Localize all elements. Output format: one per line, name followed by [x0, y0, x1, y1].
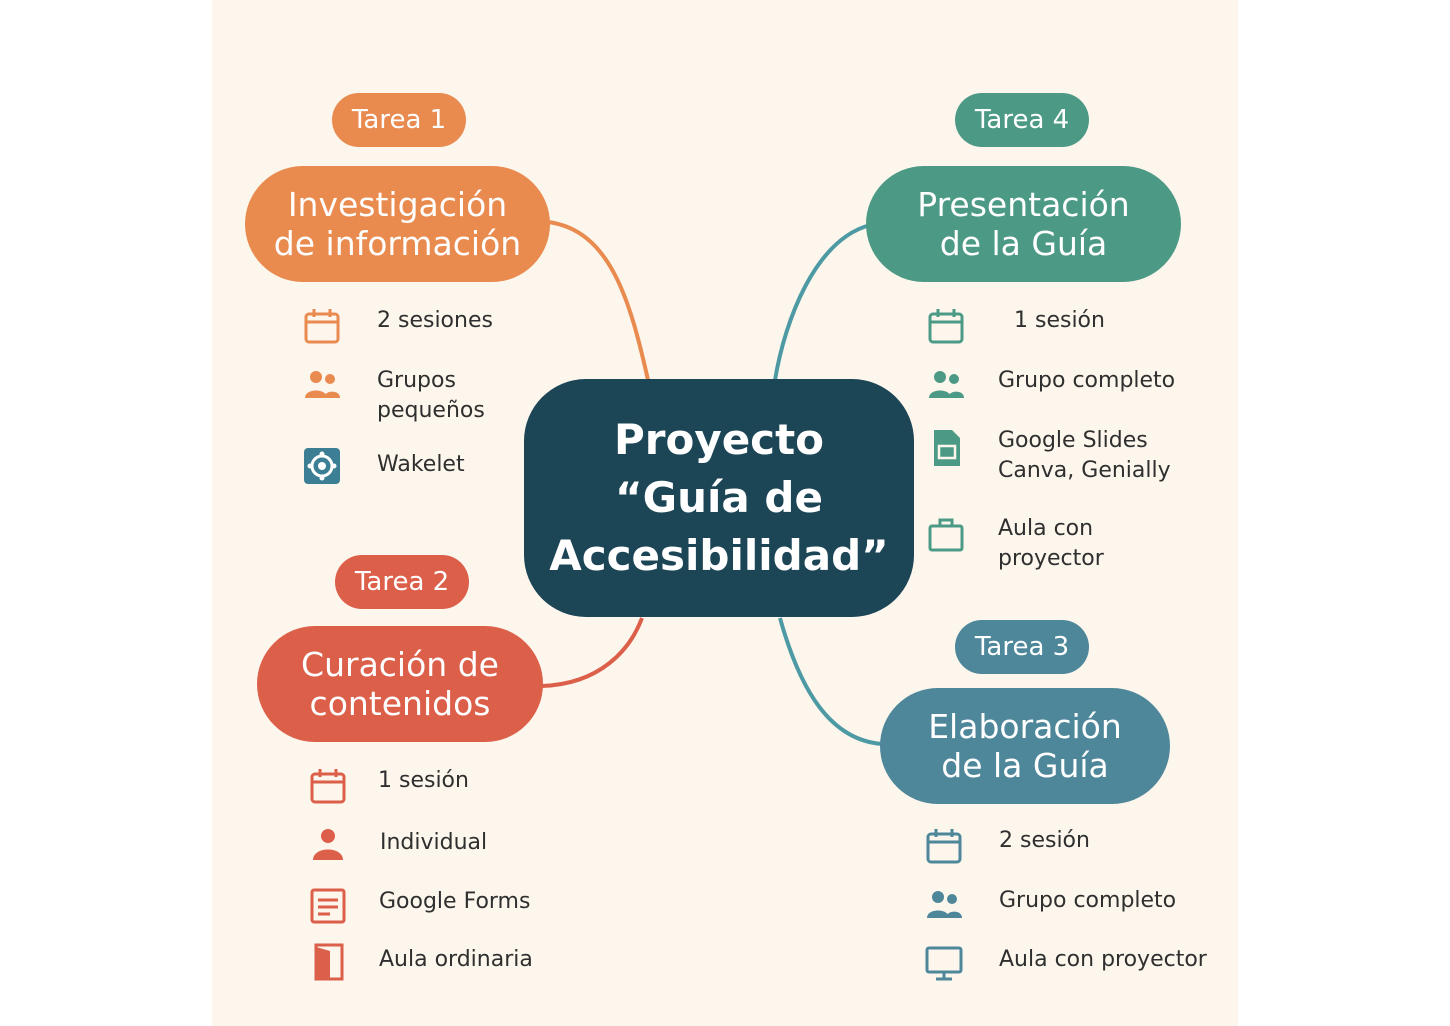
group-icon — [929, 371, 964, 398]
task3-tag: Tarea 3 — [955, 620, 1089, 674]
door-icon — [314, 943, 344, 981]
group-icon — [927, 891, 962, 918]
task3-item-room-text: Aula con proyector — [999, 947, 1207, 972]
task4-title-line1: Presentación — [917, 185, 1130, 224]
task4-item-tools-line1: Google Slides — [998, 428, 1148, 453]
task4-title-line2: de la Guía — [939, 224, 1108, 263]
task1-item-sessions-text: 2 sesiones — [377, 308, 493, 333]
central-topic-line3: Accesibilidad” — [549, 531, 889, 580]
task2-title-line2: contenidos — [309, 684, 491, 723]
group-icon — [305, 371, 340, 398]
person-icon — [313, 829, 343, 860]
task2-tag: Tarea 2 — [335, 555, 469, 609]
calendar-icon — [310, 769, 346, 804]
central-topic-line1: Proyecto — [613, 415, 825, 464]
task1-title-line2: de información — [273, 224, 522, 263]
task3-title-line2: de la Guía — [941, 746, 1109, 785]
calendar-icon — [926, 829, 962, 864]
task3-item-group-text: Grupo completo — [999, 888, 1177, 913]
task4-item-room-line2: proyector — [998, 546, 1104, 571]
briefcase-icon — [928, 518, 964, 552]
task1-title-line1: Investigación — [287, 185, 508, 224]
task4-item-room-line1: Aula con — [998, 516, 1094, 541]
task2-title-line1: Curación de — [301, 645, 499, 684]
central-topic-line2: “Guía de — [615, 473, 823, 522]
slides-icon — [934, 430, 960, 466]
task1-item-groups-line1: Grupos — [377, 368, 456, 393]
wakelet-icon — [304, 448, 340, 484]
task4-tag: Tarea 4 — [955, 93, 1089, 147]
calendar-icon — [928, 309, 964, 344]
calendar-icon — [304, 309, 340, 344]
task3-title-line1: Elaboración — [928, 707, 1122, 746]
task4-item-group-text: Grupo completo — [998, 368, 1176, 393]
task1-title: Investigación de información — [245, 166, 550, 282]
task2-title: Curación de contenidos — [257, 626, 543, 742]
task2-item-classroom-text: Aula ordinaria — [379, 947, 533, 972]
task3-title: Elaboración de la Guía — [880, 688, 1170, 804]
task1-item-wakelet-text: Wakelet — [377, 452, 465, 477]
task4-item-session-text: 1 sesión — [1014, 308, 1105, 333]
task3-item-session-text: 2 sesión — [999, 828, 1090, 853]
task2-item-forms-text: Google Forms — [379, 889, 531, 914]
task4-title: Presentación de la Guía — [866, 166, 1181, 282]
task1-tag: Tarea 1 — [332, 93, 466, 147]
task2-item-individual-text: Individual — [380, 830, 488, 855]
form-icon — [310, 888, 346, 924]
central-topic: Proyecto “Guía de Accesibilidad” — [524, 379, 914, 617]
task2-item-session-text: 1 sesión — [378, 768, 469, 793]
task1-item-groups-line2: pequeños — [377, 398, 485, 423]
monitor-icon — [925, 946, 963, 981]
task4-item-tools-line2: Canva, Genially — [998, 458, 1171, 483]
